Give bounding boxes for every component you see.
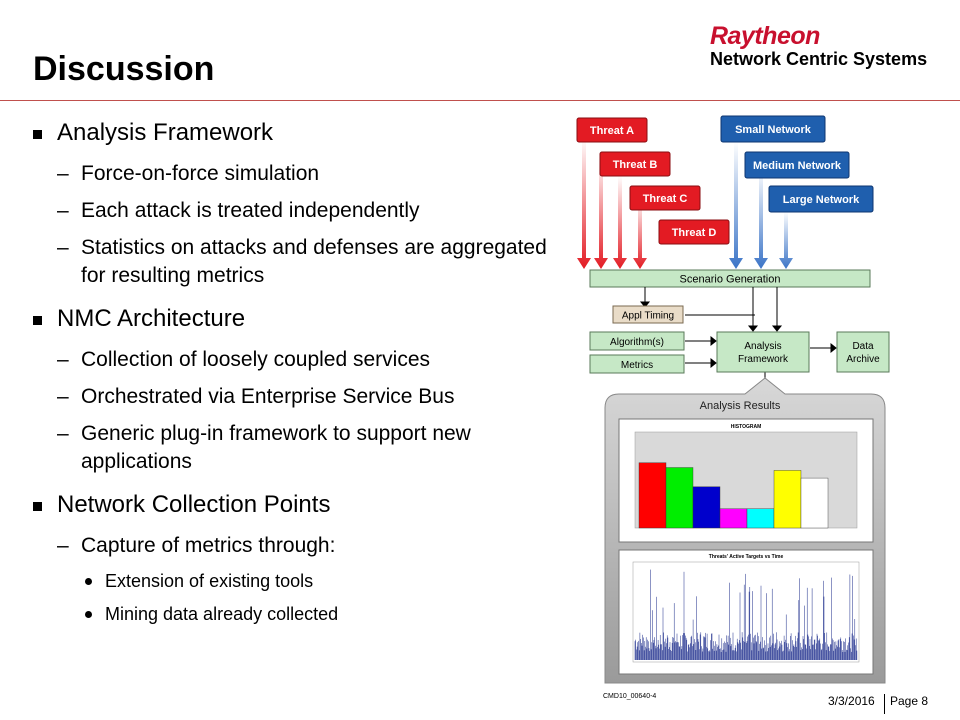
- medium-network-box: Medium Network: [744, 151, 850, 179]
- histogram-bar: [746, 508, 775, 529]
- histogram-bar: [638, 462, 667, 529]
- diagram-doc-id: CMD10_00640-4: [603, 693, 656, 700]
- square-bullet-icon: [33, 502, 42, 511]
- threat-b-box: Threat B: [599, 151, 671, 177]
- bullet-nmc-architecture: NMC Architecture: [33, 304, 563, 334]
- analysis-results-panel: Analysis Results HISTOGRAM Threats' Acti…: [604, 377, 886, 684]
- svg-text:Algorithm(s): Algorithm(s): [610, 337, 664, 348]
- threat-arrows: [577, 138, 647, 269]
- analysis-framework-box: Analysis Framework: [716, 331, 810, 373]
- sub-bullet: –Generic plug-in framework to support ne…: [57, 422, 471, 473]
- timeline-plot-area: [632, 561, 860, 663]
- network-arrows: [729, 142, 793, 269]
- timeline-series: [634, 569, 858, 660]
- small-network-box: Small Network: [720, 115, 826, 143]
- data-archive-box: Data Archive: [836, 331, 890, 373]
- footer-separator: [884, 694, 885, 714]
- title-divider: [0, 100, 960, 101]
- footer-date: 3/3/2016: [828, 694, 875, 708]
- threat-a-box: Threat A: [576, 117, 648, 143]
- svg-text:Threats' Active Targets vs Tim: Threats' Active Targets vs Time: [709, 554, 784, 560]
- sub-bullet: –Orchestrated via Enterprise Service Bus: [57, 385, 455, 408]
- sub-sub-bullet: Mining data already collected: [33, 602, 563, 626]
- dot-bullet-icon: [85, 578, 92, 585]
- bullet-network-collection-points: Network Collection Points: [33, 490, 563, 520]
- svg-text:Large Network: Large Network: [783, 194, 860, 206]
- histogram-bar: [692, 486, 721, 529]
- logo-subtitle: Network Centric Systems: [710, 49, 928, 69]
- svg-text:Analysis: Analysis: [744, 341, 781, 352]
- dot-bullet-icon: [85, 611, 92, 618]
- threat-c-box: Threat C: [629, 185, 701, 211]
- svg-text:Threat C: Threat C: [643, 193, 688, 205]
- svg-text:Threat B: Threat B: [613, 159, 658, 171]
- svg-text:Scenario Generation: Scenario Generation: [680, 274, 781, 286]
- logo-brand: Raytheon: [710, 22, 820, 50]
- square-bullet-icon: [33, 130, 42, 139]
- svg-text:Appl Timing: Appl Timing: [622, 311, 674, 322]
- large-network-box: Large Network: [768, 185, 874, 213]
- svg-text:Archive: Archive: [846, 354, 880, 365]
- histogram-bar: [665, 467, 694, 529]
- svg-text:HISTOGRAM: HISTOGRAM: [731, 424, 761, 430]
- footer-page-number: Page 8: [890, 694, 929, 708]
- slide-title: Discussion: [33, 50, 215, 88]
- sub-sub-bullet: Extension of existing tools: [33, 569, 563, 593]
- bullet-list: Analysis Framework –Force-on-force simul…: [33, 118, 563, 635]
- sub-bullet: –Force-on-force simulation: [57, 162, 320, 185]
- histogram-bar: [800, 477, 829, 529]
- metrics-box: Metrics: [589, 354, 685, 374]
- svg-text:Threat D: Threat D: [672, 227, 717, 239]
- appl-timing-box: Appl Timing: [612, 305, 684, 324]
- sub-bullet: –Collection of loosely coupled services: [57, 348, 431, 371]
- svg-text:Framework: Framework: [738, 354, 789, 365]
- sub-bullet: –Each attack is treated independently: [57, 199, 420, 222]
- histogram-bar: [773, 470, 802, 529]
- histogram-bars: [638, 462, 829, 529]
- svg-text:Threat A: Threat A: [590, 125, 634, 137]
- bullet-analysis-framework: Analysis Framework: [33, 118, 563, 148]
- svg-text:Medium Network: Medium Network: [753, 160, 842, 172]
- histogram-bar: [719, 508, 748, 529]
- architecture-diagram: Threat A Threat B Threat C Threat D Smal…: [576, 115, 890, 700]
- sub-bullet: –Statistics on attacks and defenses are …: [57, 236, 547, 287]
- svg-text:Data: Data: [852, 341, 874, 352]
- svg-text:Small Network: Small Network: [735, 124, 812, 136]
- sub-bullet: –Capture of metrics through:: [57, 534, 336, 557]
- timeline-series-line: [634, 569, 858, 660]
- scenario-generation-box: Scenario Generation: [589, 269, 871, 288]
- algorithms-box: Algorithm(s): [589, 331, 685, 351]
- svg-text:Metrics: Metrics: [621, 360, 653, 371]
- square-bullet-icon: [33, 316, 42, 325]
- threat-d-box: Threat D: [658, 219, 730, 245]
- svg-text:Analysis Results: Analysis Results: [700, 400, 781, 412]
- raytheon-logo: Raytheon Network Centric Systems: [710, 22, 927, 70]
